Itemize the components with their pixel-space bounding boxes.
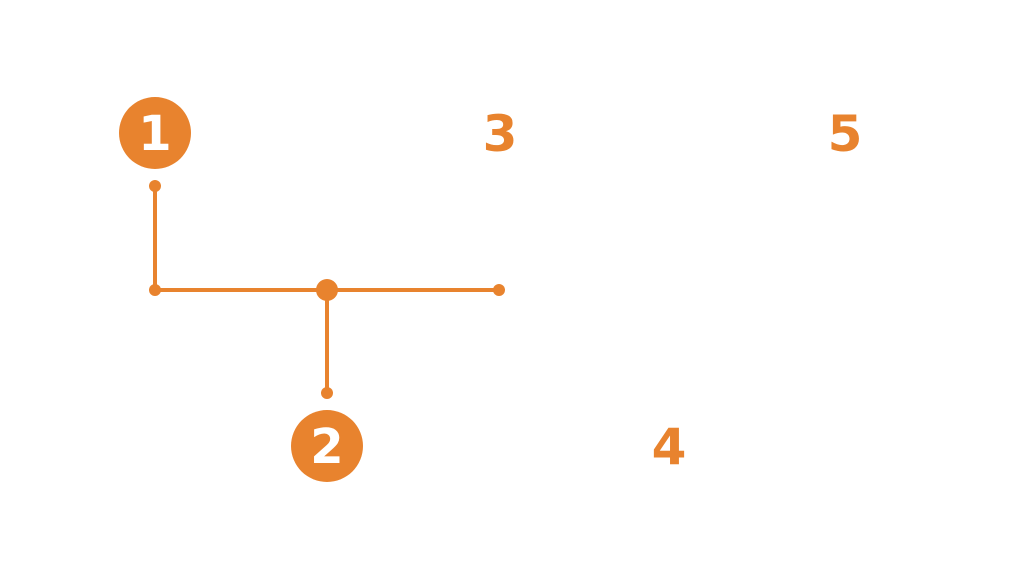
step-1-badge: 1 (119, 97, 191, 169)
step-2-number: 2 (310, 419, 343, 475)
step-3-number: 3 (483, 105, 518, 163)
connector-nodes (149, 180, 505, 399)
step-2-badge: 2 (291, 410, 363, 482)
step-2-circle (291, 410, 363, 482)
node-right-end (493, 284, 505, 296)
node-step1-end (149, 180, 161, 192)
step-1-number: 1 (138, 106, 171, 162)
node-junction (316, 279, 338, 301)
step-1-circle (119, 97, 191, 169)
node-step2-end (321, 387, 333, 399)
step-5-number: 5 (828, 105, 863, 163)
step-4-number: 4 (652, 418, 687, 476)
node-corner (149, 284, 161, 296)
